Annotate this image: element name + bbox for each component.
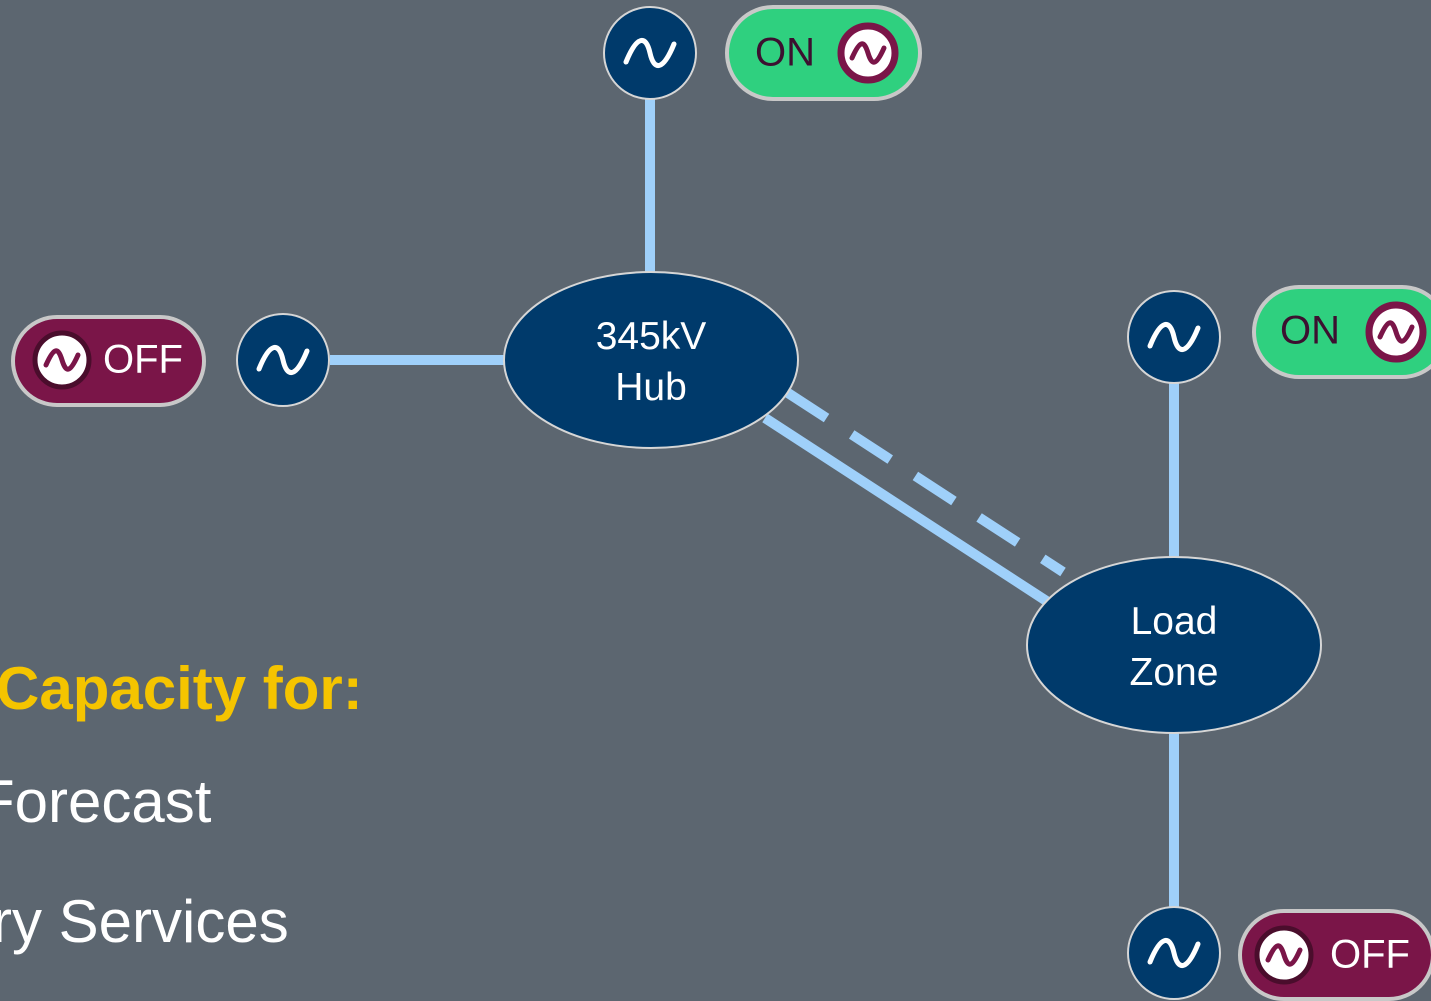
ac-sine-icon bbox=[1147, 322, 1201, 352]
toggle-top-label: ON bbox=[755, 31, 815, 75]
hub-label-line1: 345kV bbox=[596, 315, 707, 358]
capacity-heading: Capacity for: bbox=[0, 655, 363, 722]
generator-bottom[interactable] bbox=[1127, 906, 1221, 1000]
hub-node[interactable]: 345kV Hub bbox=[503, 271, 799, 449]
line-hub-to-load-zone-dashed bbox=[785, 388, 1066, 577]
load-zone-label-line1: Load bbox=[1131, 600, 1218, 643]
toggle-right-on[interactable]: ON bbox=[1252, 285, 1431, 379]
toggle-left-label: OFF bbox=[103, 338, 183, 382]
capacity-item-forecast: Forecast bbox=[0, 768, 212, 835]
ac-sine-icon bbox=[256, 345, 310, 375]
toggle-left-off[interactable]: OFF bbox=[11, 315, 206, 407]
toggle-right-label: ON bbox=[1280, 309, 1340, 353]
toggle-bottom-off[interactable]: OFF bbox=[1238, 909, 1431, 1001]
generator-left[interactable] bbox=[236, 313, 330, 407]
ac-sine-icon bbox=[1147, 938, 1201, 968]
ac-sine-icon bbox=[849, 41, 887, 65]
load-zone-label-line2: Zone bbox=[1130, 651, 1219, 694]
ac-sine-icon bbox=[1265, 943, 1303, 967]
generator-right[interactable] bbox=[1127, 290, 1221, 384]
toggle-bottom-label: OFF bbox=[1330, 933, 1410, 977]
ac-sine-icon bbox=[1377, 320, 1415, 344]
capacity-item-services: ry Services bbox=[0, 888, 289, 955]
hub-label-line2: Hub bbox=[615, 366, 687, 409]
toggle-top-on[interactable]: ON bbox=[725, 5, 922, 101]
ac-sine-icon bbox=[623, 38, 677, 68]
load-zone-node[interactable]: Load Zone bbox=[1026, 556, 1322, 734]
generator-top[interactable] bbox=[603, 6, 697, 100]
ac-sine-icon bbox=[43, 348, 81, 372]
line-hub-to-load-zone bbox=[762, 413, 1051, 607]
